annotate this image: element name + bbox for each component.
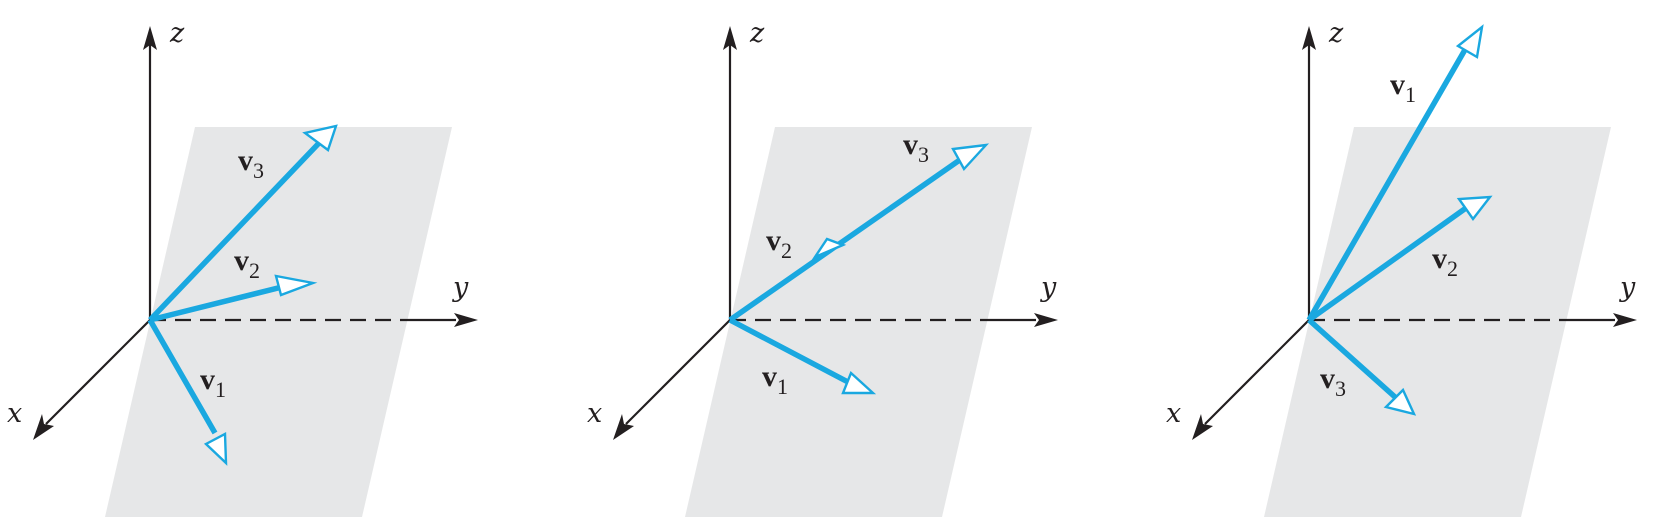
panel-2-plane xyxy=(685,127,1032,517)
panel-1-v3-arrow-icon xyxy=(302,124,338,152)
panel-3-vector-v1 xyxy=(1306,46,1469,322)
panel-2-v3-arrow-icon xyxy=(951,143,990,172)
panel-3-label-v1: v1 xyxy=(1390,68,1416,107)
panel-3-v2-arrow-icon xyxy=(1456,195,1493,222)
panel-2-z-arrow-icon xyxy=(723,26,737,50)
panel-1-y-label: y xyxy=(452,272,469,303)
panel-3-plane xyxy=(1264,127,1611,517)
panel-1-z-label: z xyxy=(169,18,185,49)
panel-1-label-v2: v2 xyxy=(234,244,260,283)
panel-1-x-label: x xyxy=(7,398,22,429)
panel-1-x-axis xyxy=(45,319,151,425)
panel-3-vector-v3 xyxy=(1307,317,1397,400)
panel-3-z-label: z xyxy=(1328,18,1344,49)
panel-1-vector-v2 xyxy=(149,283,287,323)
panel-3-z-arrow-icon xyxy=(1302,26,1316,50)
panel-1-plane xyxy=(105,127,452,517)
panel-3: z y x v1 v2 v3 xyxy=(1166,18,1637,517)
panel-3-v1-arrow-icon xyxy=(1455,24,1484,59)
panel-1-v1-arrow-icon xyxy=(203,432,228,466)
panel-1-z-arrow-icon xyxy=(143,26,157,50)
panel-3-x-label: x xyxy=(1166,398,1181,429)
panel-2-y-label: y xyxy=(1040,272,1057,303)
panel-1-label-v1: v1 xyxy=(200,363,226,402)
panel-2-x-axis xyxy=(625,319,731,425)
panel-3-vector-v2 xyxy=(1307,205,1468,323)
panel-2-y-arrow-icon xyxy=(1034,313,1058,327)
panel-2-label-v1: v1 xyxy=(762,360,788,399)
panel-3-y-label: y xyxy=(1619,272,1636,303)
panel-3-x-axis xyxy=(1204,319,1310,425)
panel-3-label-v3: v3 xyxy=(1320,362,1346,401)
panel-2-v2-arrow-icon xyxy=(811,237,847,260)
panel-2-label-v2: v2 xyxy=(766,224,792,263)
panel-3-v3-arrow-icon xyxy=(1383,387,1417,416)
panel-3-x-arrow-icon xyxy=(1192,414,1213,440)
panel-1-vector-v1 xyxy=(147,318,218,435)
panel-2-vector-v3 xyxy=(728,154,966,323)
panel-2-vector-v1 xyxy=(728,317,850,385)
panel-2-v1-arrow-icon xyxy=(841,370,877,395)
panel-1-x-arrow-icon xyxy=(33,414,54,440)
panel-2-label-v3: v3 xyxy=(903,128,929,167)
panel-2-x-label: x xyxy=(587,398,602,429)
panel-1: z y x v1 v2 v3 xyxy=(7,18,478,517)
panel-2: z y x v1 v2 v3 xyxy=(587,18,1058,517)
panel-3-y-arrow-icon xyxy=(1613,313,1637,327)
panel-2-z-label: z xyxy=(749,18,765,49)
panel-1-label-v3: v3 xyxy=(238,144,264,183)
panel-2-x-arrow-icon xyxy=(613,414,634,440)
panel-1-y-arrow-icon xyxy=(454,313,478,327)
panel-1-v2-arrow-icon xyxy=(274,274,318,297)
panel-3-label-v2: v2 xyxy=(1432,242,1458,281)
panel-1-vector-v3 xyxy=(148,140,322,322)
